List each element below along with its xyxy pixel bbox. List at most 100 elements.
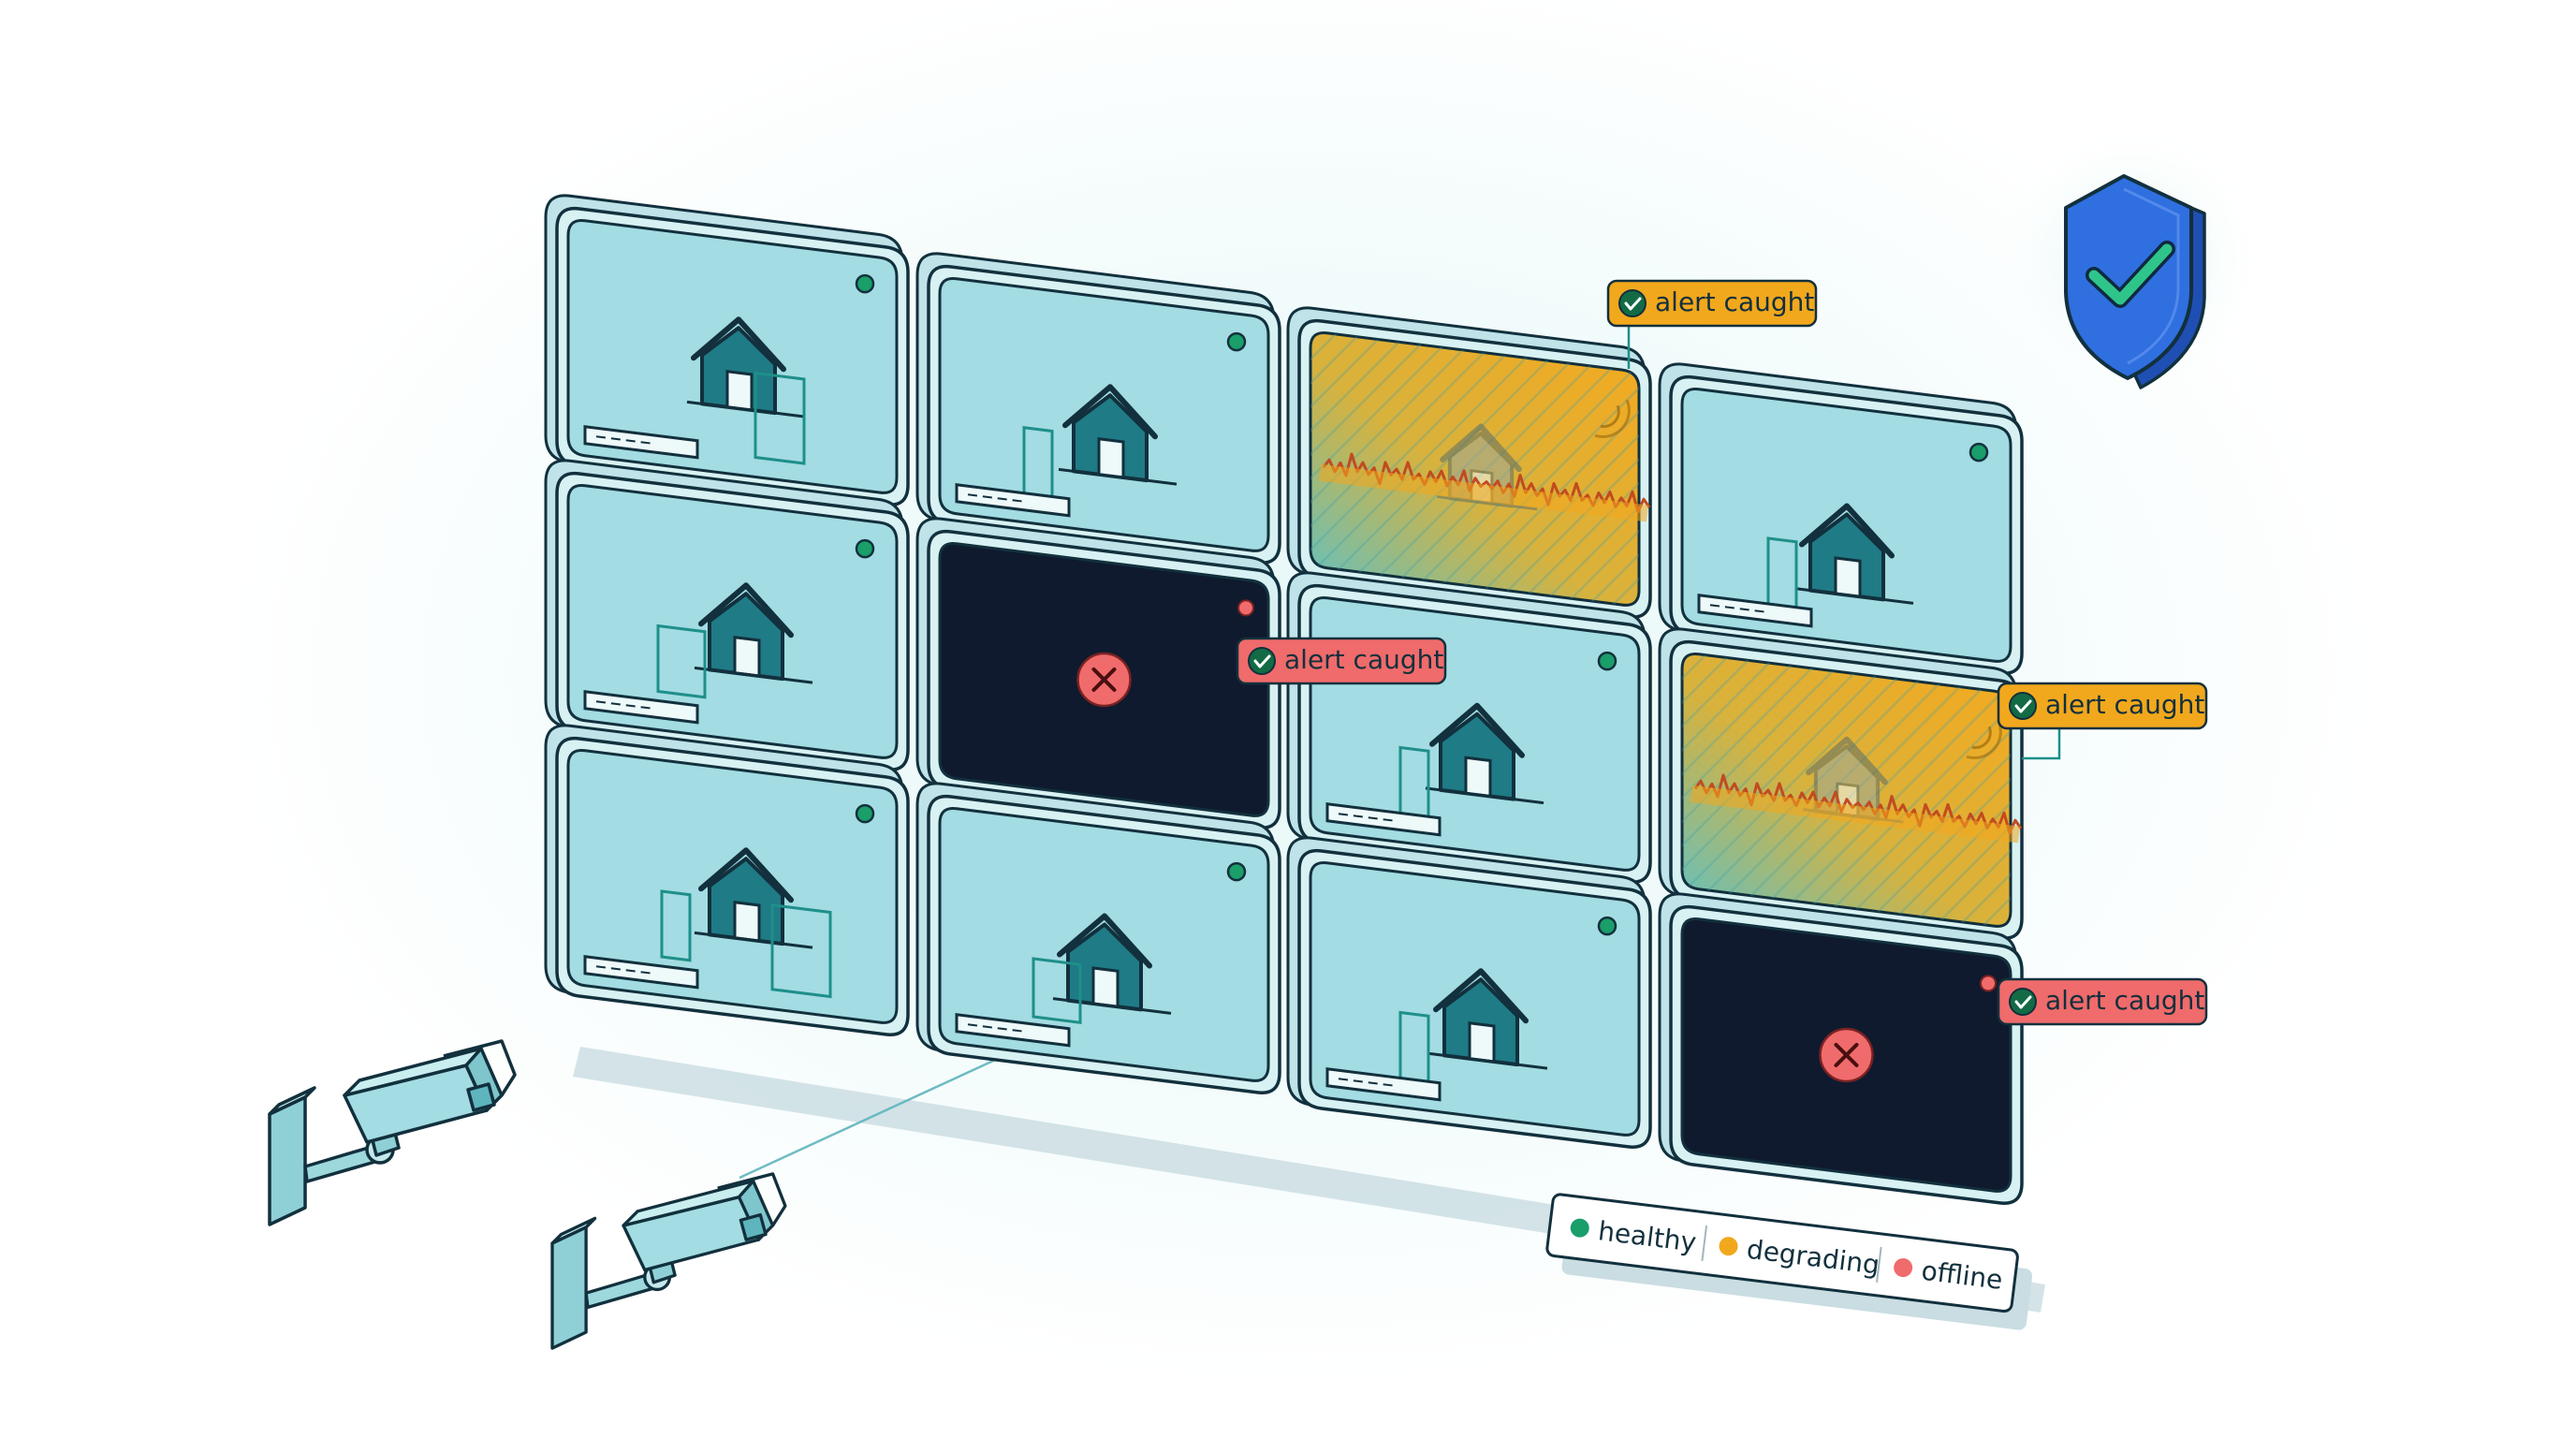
house-roof (1440, 423, 1522, 473)
house-door (733, 901, 761, 943)
nameplate-text-line (595, 700, 653, 710)
monitor-m3[interactable] (1286, 306, 1652, 619)
legend-dot (1719, 1237, 1738, 1256)
alert-label: alert caught (1655, 286, 1814, 317)
house-door (725, 370, 754, 412)
house-roof (1433, 968, 1529, 1024)
alert-label: alert caught (1284, 644, 1443, 675)
cameras (268, 1039, 787, 1350)
house-door (1097, 437, 1125, 479)
alert-connector (2022, 728, 2061, 760)
alert-tag-background (1606, 279, 1818, 328)
monitor-m10[interactable] (915, 782, 1281, 1094)
legend-divider (1701, 1225, 1708, 1261)
alert-tag-background (1997, 977, 2208, 1026)
detection-box (660, 889, 692, 962)
nameplate-text-line (1338, 1078, 1396, 1087)
status-dot (1226, 861, 1247, 882)
camera-beam (739, 1054, 1004, 1180)
check-circle-icon (1618, 289, 1647, 317)
monitor-m5[interactable] (544, 459, 910, 771)
ground-line (1437, 494, 1538, 511)
ground-line (686, 400, 806, 418)
monitor-m6[interactable] (915, 517, 1281, 829)
house-roof (1799, 503, 1895, 559)
ground-line (1052, 997, 1172, 1015)
house-roof (691, 316, 786, 373)
monitor-m7[interactable] (1286, 571, 1652, 884)
ground-line (694, 666, 813, 684)
status-dot (1980, 975, 1997, 992)
alert-label: alert caught (2045, 689, 2204, 720)
house-roof (1429, 702, 1525, 758)
nameplate-text-line (595, 435, 653, 445)
status-dot (855, 538, 875, 559)
alert-caught-tag: alert caught (1236, 637, 1447, 685)
house-roof (1057, 913, 1152, 969)
status-dot (1237, 599, 1254, 617)
alert-caught-tag: alert caught (1606, 279, 1818, 369)
legend-background (1545, 1193, 2019, 1313)
close-circle-icon (1076, 652, 1132, 708)
alert-label: alert caught (2045, 985, 2204, 1016)
shield-check-icon (1991, 120, 2272, 401)
camera-sightline (739, 1054, 1004, 1180)
check-circle-icon (2009, 692, 2037, 720)
status-dot (855, 803, 875, 824)
signal-icon (1594, 399, 1631, 439)
detection-box (754, 371, 806, 465)
house-door (1468, 1021, 1496, 1064)
monitor-m4[interactable] (1658, 362, 2024, 675)
status-dot (1226, 331, 1247, 352)
house-door (1834, 556, 1862, 598)
status-dot (1597, 916, 1617, 936)
monitor-m2[interactable] (915, 252, 1281, 565)
house-door (1464, 756, 1492, 799)
legend-dot (1894, 1258, 1913, 1278)
alert-tags: alert caught alert caught alert caught aler… (1236, 279, 2208, 1026)
nameplate-text-line (1709, 604, 1767, 613)
check-circle-icon (1248, 647, 1276, 675)
ground-line (1428, 1051, 1548, 1070)
monitor-m1[interactable] (544, 194, 910, 506)
nameplate-text-line (967, 493, 1025, 503)
detection-box (770, 903, 832, 999)
noise-band (1318, 463, 1649, 522)
status-dot (855, 273, 875, 294)
alert-caught-tag: alert caught (1997, 977, 2208, 1026)
ground-line (1794, 587, 1914, 605)
alert-tag-background (1997, 682, 2208, 730)
ground-line (1425, 786, 1544, 805)
monitor-m11[interactable] (1286, 836, 1652, 1149)
legend-divider (1876, 1246, 1882, 1283)
monitor-wall (544, 194, 2024, 1205)
house-roof (1062, 384, 1158, 440)
alert-caught-tag: alert caught (1997, 682, 2208, 760)
house-roof (1806, 736, 1888, 785)
detection-box (656, 624, 707, 699)
nameplate-text-line (1338, 813, 1396, 822)
ground-line (1058, 467, 1178, 486)
nameplate-text-line (595, 965, 653, 975)
ground-line (694, 931, 813, 949)
nameplate-text-line (967, 1023, 1025, 1033)
noise-band (1690, 785, 2021, 844)
close-circle-icon (1819, 1027, 1874, 1083)
monitor-m12[interactable] (1658, 892, 2024, 1205)
status-dot (1597, 651, 1617, 671)
alert-tag-background (1236, 637, 1447, 685)
security-camera-icon (268, 1039, 517, 1226)
monitor-m9[interactable] (544, 724, 910, 1036)
shield-badge (1991, 120, 2272, 401)
status-dot (1969, 442, 1989, 462)
signal-icon (1966, 720, 2002, 760)
detection-box (1032, 957, 1082, 1024)
house-door (733, 636, 761, 678)
house-door (1091, 966, 1120, 1008)
monitor-m8[interactable] (1658, 627, 2024, 940)
legend-dot (1570, 1218, 1589, 1238)
check-circle-icon (2009, 988, 2037, 1016)
